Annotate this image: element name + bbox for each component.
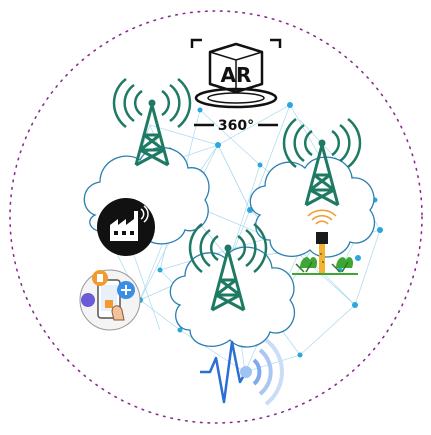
smart-farm-icon — [292, 209, 358, 275]
cloud-right — [249, 156, 376, 258]
ar-frame — [190, 38, 282, 48]
tower-center — [188, 223, 268, 312]
ar-badge: AR 360° — [190, 38, 282, 134]
factory-icon — [97, 198, 155, 256]
ar-360-label: 360° — [218, 118, 254, 134]
tower-top-right — [282, 118, 362, 207]
tower-top-left — [112, 78, 192, 167]
wireless-signal-icon — [200, 338, 284, 406]
smart-home-phone-icon — [79, 269, 141, 331]
ar-label: AR — [221, 63, 252, 87]
boundary-circle — [9, 10, 423, 424]
ar-platform — [194, 87, 278, 109]
